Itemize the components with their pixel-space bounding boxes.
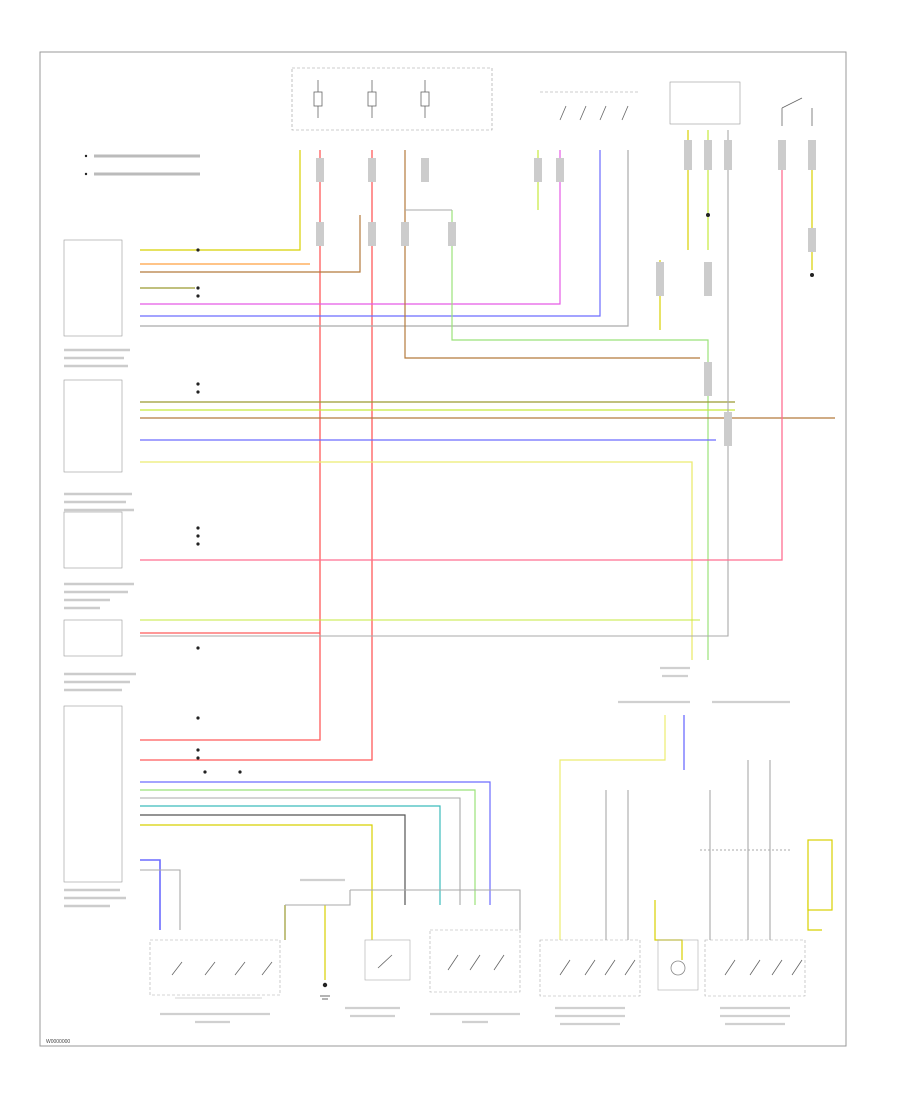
wire-green-1 bbox=[451, 210, 709, 660]
wire-yellow-5 bbox=[140, 824, 373, 940]
comfort-module-box bbox=[669, 81, 741, 125]
switch-group-bottom-mid bbox=[429, 929, 521, 993]
wire-green-2 bbox=[140, 789, 476, 905]
brake-switch bbox=[781, 97, 813, 126]
small-labels bbox=[160, 666, 790, 1026]
switch-assembly-top bbox=[540, 91, 640, 121]
switch-group-bottom-right-3 bbox=[704, 939, 806, 997]
wire-pink-1 bbox=[140, 150, 783, 561]
module-box-2 bbox=[63, 379, 123, 473]
wire-blue-3 bbox=[140, 781, 491, 905]
switch-group-bottom-right-2 bbox=[657, 939, 699, 991]
wire-teal-1 bbox=[140, 805, 441, 905]
switch-group-bottom-right-1 bbox=[539, 939, 641, 997]
lamp-module-box bbox=[807, 839, 833, 911]
wire-brown-2 bbox=[404, 150, 700, 359]
connector-marks bbox=[316, 140, 816, 446]
module-box-1 bbox=[63, 239, 123, 337]
wire-blue-4 bbox=[140, 859, 161, 930]
wire-dark-1 bbox=[140, 814, 406, 905]
wire-yellow-7 bbox=[654, 900, 683, 960]
module-labels bbox=[64, 348, 136, 908]
wire-light-yellow-2 bbox=[559, 715, 666, 940]
legend bbox=[84, 154, 200, 176]
wire-light-yellow-1 bbox=[140, 461, 693, 660]
module-box-3 bbox=[63, 511, 123, 569]
module-box-5 bbox=[63, 705, 123, 883]
module-box-4 bbox=[63, 619, 123, 657]
wire-gray-1 bbox=[140, 150, 629, 327]
wire-red-vertical-a bbox=[140, 150, 321, 741]
fuse-box bbox=[291, 67, 493, 131]
switch-group-bottom-center bbox=[364, 939, 411, 981]
wire-gray-7 bbox=[350, 889, 521, 930]
wire-gray-4 bbox=[140, 797, 461, 905]
wire-gray-5 bbox=[140, 869, 181, 930]
wire-blue-1 bbox=[140, 150, 601, 317]
ground-icon bbox=[320, 995, 330, 1000]
page-id: W0000000 bbox=[46, 1039, 70, 1045]
wire-gray-2 bbox=[140, 330, 729, 637]
wire-gray-6 bbox=[285, 890, 351, 906]
wire-violet-1 bbox=[140, 150, 561, 305]
splice-dots bbox=[196, 213, 814, 988]
switch-group-bottom-left bbox=[149, 939, 281, 999]
diagram-frame bbox=[39, 51, 847, 1047]
wire-red-vertical-b bbox=[140, 150, 373, 761]
wire-brown-1 bbox=[140, 215, 361, 273]
wire-yellow-left bbox=[140, 150, 301, 251]
